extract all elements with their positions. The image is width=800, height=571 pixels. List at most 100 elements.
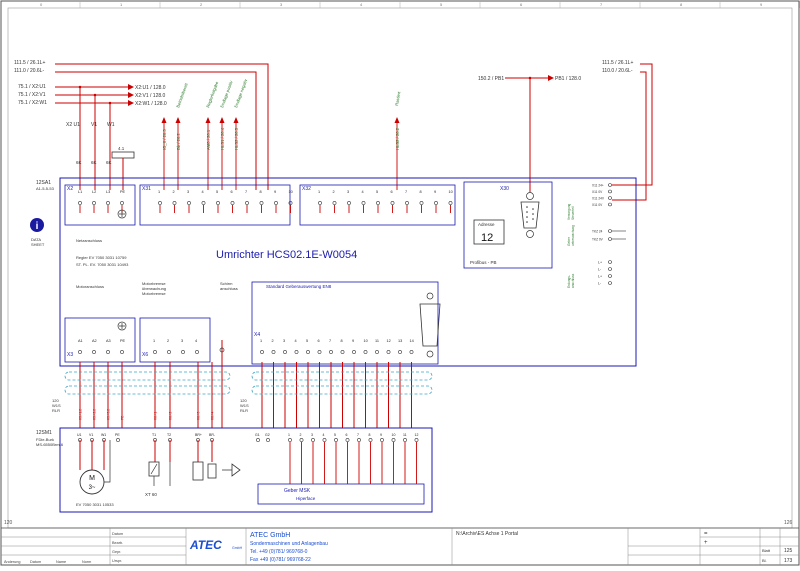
pin-number: 9 [434, 190, 436, 194]
pin-number: A3 [106, 339, 111, 343]
x31-signal-label: AM0 / 26.1 [206, 129, 211, 150]
cable-label: X6 / 3 [197, 411, 201, 420]
profibus-right-ref: PB1 / 128.0 [555, 76, 581, 82]
pin-number: 2 [272, 339, 274, 343]
left-ruler-mark: 120 [4, 520, 13, 526]
connector-x3-label: X3 [67, 352, 73, 358]
pin-terminal [274, 201, 278, 205]
thermal-sensor-symbol [192, 440, 241, 481]
cable-label: X6 / 2 [169, 411, 173, 420]
address-label: Adresse [478, 222, 495, 227]
connector-x4-label: X4 [254, 332, 260, 338]
pin-number: 1 [260, 339, 262, 343]
cable-label: X6 / 1 [154, 411, 158, 420]
motor-box [59, 427, 433, 513]
ruler-number: 9 [760, 2, 763, 7]
pin-terminal [386, 350, 391, 354]
right-ruler-mark: 126 [784, 520, 793, 526]
shield-terminal [219, 340, 225, 362]
encoder-pin-number: 7 [357, 433, 359, 437]
pin-number: A1 [78, 339, 83, 343]
pin-number: A2 [92, 339, 97, 343]
data-sheet-info-icon[interactable]: i [30, 218, 44, 232]
x31-signal-tag: Betriebsbereit [175, 82, 189, 109]
pin-terminal [375, 350, 379, 354]
motor-pin-terminal [116, 438, 120, 442]
phase-right-v1: X2:V1 / 128.0 [135, 93, 166, 99]
ruler-number: 1 [120, 2, 123, 7]
pin-terminal [317, 350, 322, 354]
pin-terminal [340, 350, 345, 354]
profibus-label: Profibus - PB [470, 260, 497, 265]
pin-number: L2 [92, 190, 96, 194]
pin-terminal [434, 201, 438, 205]
encoder-box [251, 281, 439, 365]
pin-terminal [120, 201, 124, 205]
pin-number: 9 [352, 339, 354, 343]
supply-right-l-plus: 111.5 / 26.1L+ [602, 60, 633, 66]
revision-label: Änderung [4, 560, 20, 564]
motor-pin-terminal [266, 438, 270, 442]
pin-terminal [78, 350, 82, 354]
pin-number: 2 [167, 339, 169, 343]
pin-terminal [259, 201, 264, 205]
connector-x31-box [139, 184, 291, 226]
profibus-dsub-connector [520, 192, 540, 238]
ruler-number: 6 [520, 2, 523, 7]
pin-number: 3 [347, 190, 349, 194]
project-path: N:\Archiv\ES Achse 1 Portal [456, 531, 518, 537]
pin-terminal [172, 201, 177, 205]
pin-number: 7 [405, 190, 407, 194]
company-name: ATEC GmbH [250, 532, 290, 539]
connector-x6-label: X6 [142, 352, 148, 358]
pin-number: 13 [398, 339, 402, 343]
pin-terminal [181, 350, 185, 354]
encoder-pin-number: 11 [403, 433, 407, 437]
encoder-pin-number: 2 [300, 433, 302, 437]
pin-terminal [329, 350, 333, 354]
pin-terminal [376, 201, 380, 205]
pin-terminal [271, 350, 276, 354]
right-terminal-c-label: L- [598, 282, 602, 286]
pin-terminal [361, 201, 366, 205]
pin-number: 4 [295, 339, 297, 343]
motor-pin-label: G1 [255, 433, 260, 437]
pin-terminal [363, 350, 368, 354]
brake-symbol: XT 60 [145, 440, 171, 497]
revision-label: Norm [82, 560, 91, 564]
right-side-note: Erdungs-anschluss [567, 273, 575, 288]
date-label: Gepr. [112, 550, 121, 554]
pin-terminal [448, 201, 453, 205]
right-terminal-label: X11 24+ [592, 184, 604, 188]
pin-number: 9 [274, 190, 276, 194]
x31-signal-label: HLS2 / 26.5 [234, 127, 239, 150]
cable-label: X6 / 4 [211, 411, 215, 420]
revision-label: Name [56, 560, 66, 564]
connector-x30-label: X30 [500, 186, 509, 192]
x2-tap-sub-2: 6K [91, 160, 97, 165]
pin-terminal [187, 201, 191, 205]
pin-number: 4 [202, 190, 204, 194]
pin-terminal [201, 201, 206, 205]
pin-number: PE [120, 190, 126, 194]
pin-number: 8 [341, 339, 343, 343]
right-terminal-b-label: TKZ 24 [592, 230, 603, 234]
pin-terminal [306, 350, 310, 354]
revision-label: Datum [30, 560, 41, 564]
lower-label-motor: Motoranschluss [76, 284, 104, 289]
supply-left-l-minus: 111.0 / 20.6L- [14, 68, 44, 74]
pin-terminal [347, 201, 351, 205]
device-box [59, 177, 637, 367]
x31-signal-label: HLS1 / 26.4 [220, 127, 225, 150]
pin-number: L1 [78, 190, 82, 194]
